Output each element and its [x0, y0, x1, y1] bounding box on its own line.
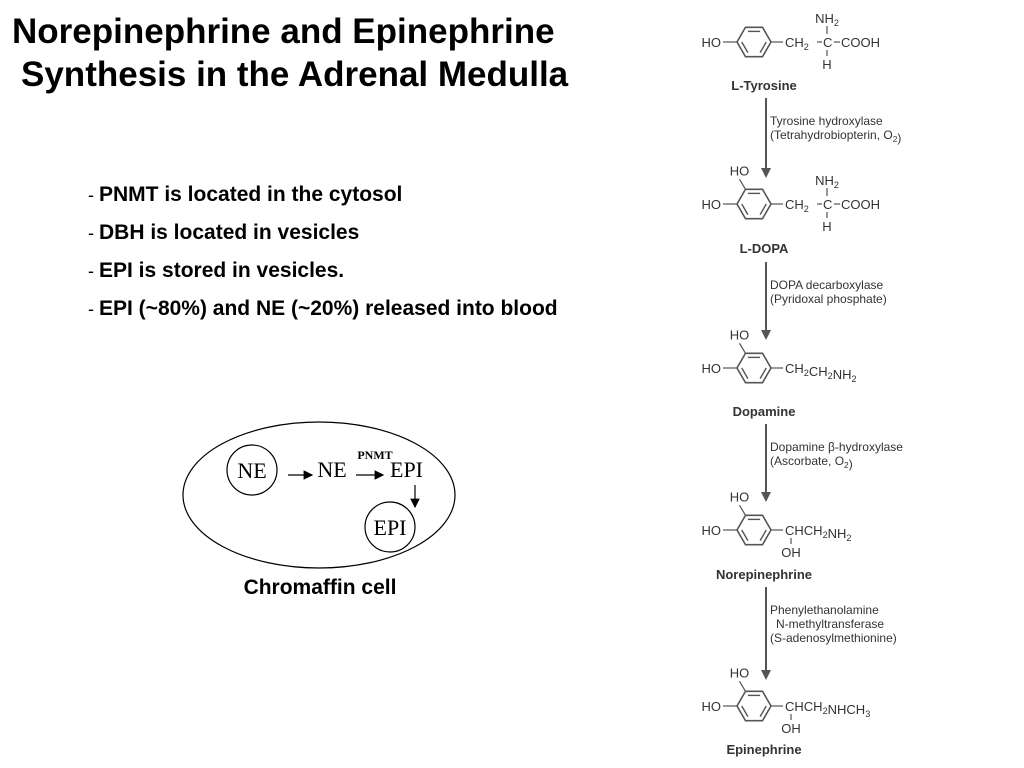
compound-name: Epinephrine [726, 742, 801, 757]
title-line-2: Synthesis in the Adrenal Medulla [21, 55, 569, 94]
double-bond [741, 203, 749, 215]
reaction-arrowhead [761, 492, 771, 502]
double-bond [741, 705, 749, 717]
cell-membrane [182, 421, 456, 569]
ring-substituent-meta: HO [730, 489, 750, 504]
side-chain: CH2 [785, 35, 809, 52]
bullet-item: - EPI is stored in vesicles. [88, 259, 345, 282]
step-cofactor: (Ascorbate, O2) [770, 454, 853, 471]
side-chain-hydrogen: H [822, 57, 831, 72]
bond [738, 342, 747, 354]
double-bond [759, 41, 767, 53]
compound-name: L-DOPA [740, 241, 789, 256]
double-bond [741, 41, 749, 53]
side-chain-carboxyl: COOH [841, 35, 880, 50]
side-chain-carboxyl: COOH [841, 197, 880, 212]
ring-substituent-meta: HO [730, 327, 750, 342]
step-cofactor: (Pyridoxal phosphate) [770, 292, 887, 306]
side-chain-hydrogen: H [822, 219, 831, 234]
side-chain: CHCH2NH2 [785, 523, 851, 543]
double-bond [759, 705, 767, 717]
bullet-item: - EPI (~80%) and NE (~20%) released into… [88, 297, 558, 320]
ne-vesicle [226, 444, 278, 496]
epi-vesicle-label: EPI [374, 515, 407, 540]
step-enzyme: Dopamine β-hydroxylase [770, 440, 903, 454]
side-chain-hydroxyl: OH [781, 721, 801, 736]
compound-name: Norepinephrine [716, 567, 812, 582]
bullet-item: - DBH is located in vesicles [88, 221, 360, 244]
step-enzyme: N-methyltransferase [776, 617, 884, 631]
double-bond [759, 203, 767, 215]
double-bond [741, 529, 749, 541]
ring-substituent-para: HO [702, 361, 722, 376]
epi-cytosol-label: EPI [390, 457, 423, 482]
step-enzyme: Phenylethanolamine [770, 603, 879, 617]
step-enzyme: Tyrosine hydroxylase [770, 114, 883, 128]
ring-substituent-para: HO [702, 523, 722, 538]
double-bond [759, 529, 767, 541]
compound-name: Dopamine [733, 404, 796, 419]
ne-vesicle-label: NE [237, 458, 266, 483]
bond [738, 178, 747, 190]
ring-substituent-para: HO [702, 35, 722, 50]
side-chain-hydroxyl: OH [781, 545, 801, 560]
bond [738, 680, 747, 692]
double-bond [759, 367, 767, 379]
reaction-arrowhead [761, 168, 771, 178]
side-chain: CHCH2NHCH3 [785, 699, 870, 719]
side-chain: CH2CH2NH2 [785, 361, 857, 384]
chromaffin-cell-diagram: NE NE PNMT EPI EPI [182, 421, 456, 569]
bond [738, 504, 747, 516]
compound-name: L-Tyrosine [731, 78, 797, 93]
double-bond [741, 367, 749, 379]
reaction-arrowhead [761, 330, 771, 340]
bullet-list: - PNMT is located in the cytosol - DBH i… [88, 176, 608, 328]
step-enzyme: DOPA decarboxylase [770, 278, 883, 292]
side-chain-amino: NH2 [815, 173, 839, 190]
bullet-item: - PNMT is located in the cytosol [88, 183, 403, 206]
step-cofactor: (Tetrahydrobiopterin, O2) [770, 128, 901, 145]
ring-substituent-meta: HO [730, 163, 750, 178]
diagram-caption: Chromaffin cell [243, 576, 397, 599]
ring-substituent-para: HO [702, 197, 722, 212]
title-line-1: Norepinephrine and Epinephrine [12, 12, 555, 51]
side-chain-amino: NH2 [815, 11, 839, 28]
ring-substituent-meta: HO [730, 665, 750, 680]
reaction-arrowhead [761, 670, 771, 680]
epi-vesicle [364, 501, 416, 553]
side-chain-alpha-carbon: C [823, 197, 832, 212]
slide-title: Norepinephrine and Epinephrine Synthesis… [12, 10, 652, 96]
pnmt-label: PNMT [357, 448, 392, 462]
side-chain: CH2 [785, 197, 809, 214]
ring-substituent-para: HO [702, 699, 722, 714]
step-cofactor: (S-adenosylmethionine) [770, 631, 897, 645]
ne-cytosol-label: NE [317, 457, 346, 482]
side-chain-alpha-carbon: C [823, 35, 832, 50]
